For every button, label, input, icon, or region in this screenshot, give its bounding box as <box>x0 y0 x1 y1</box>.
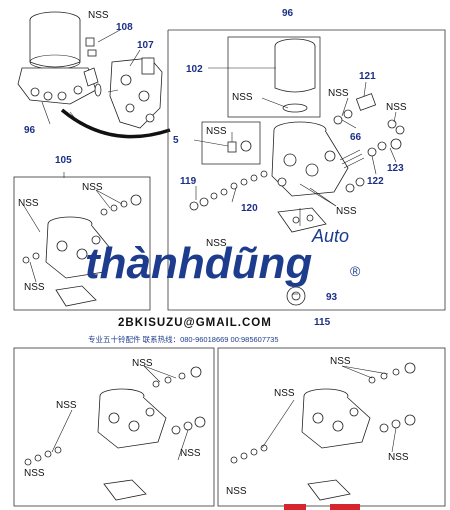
valve-parts-121 <box>333 93 405 135</box>
watermark-brand-main: thànhdũng <box>85 239 312 288</box>
callout-102: 102 <box>186 64 203 75</box>
watermark-registered-icon: ® <box>350 263 361 279</box>
nss-label: NSS <box>336 206 357 217</box>
nss-labels: NSS NSS NSS NSS NSS NSS NSS NSS NSS NSS … <box>18 10 409 497</box>
contact-email: 2BKISUZU@GMAIL.COM <box>118 317 272 329</box>
nss-label: NSS <box>180 448 201 459</box>
nss-label: NSS <box>82 182 103 193</box>
nss-label: NSS <box>328 88 349 99</box>
watermark-brand-sub: Auto <box>311 226 349 246</box>
brand-watermark: thànhdũng Auto ® <box>85 226 361 288</box>
valve-parts-119-120 <box>189 170 268 211</box>
nss-label: NSS <box>386 102 407 113</box>
nss-label: NSS <box>330 356 351 367</box>
callout-115: 115 <box>314 317 331 328</box>
housing-assembly-bottom-right <box>230 362 416 501</box>
callout-96-top: 96 <box>282 8 294 19</box>
section-5-frame <box>201 121 261 165</box>
nss-label: NSS <box>24 468 45 479</box>
callout-121: 121 <box>359 71 376 82</box>
dryer-cartridge-102 <box>274 38 316 113</box>
cropped-red-mark <box>330 504 360 510</box>
fitting-5 <box>227 140 252 153</box>
nss-label: NSS <box>206 238 227 249</box>
callout-120: 120 <box>241 203 258 214</box>
callout-122: 122 <box>367 176 384 187</box>
callout-66: 66 <box>350 132 362 143</box>
housing-assembly-96 <box>271 121 349 306</box>
callout-105: 105 <box>55 155 72 166</box>
callout-119: 119 <box>180 176 197 187</box>
housing-assembly-105 <box>22 194 142 307</box>
callout-107: 107 <box>137 40 154 51</box>
contact-phone-line: 专业五十铃配件 联系热线：080-96018669 00:985607735 <box>88 334 279 344</box>
nss-label: NSS <box>274 388 295 399</box>
nss-label: NSS <box>18 198 39 209</box>
nss-label: NSS <box>232 92 253 103</box>
nss-label: NSS <box>206 126 227 137</box>
dryer-assembly-top-left <box>17 11 99 105</box>
callout-93: 93 <box>326 292 338 303</box>
valve-parts-123 <box>339 138 402 193</box>
nss-label: NSS <box>388 452 409 463</box>
callout-5: 5 <box>173 135 179 146</box>
section-105-frame <box>13 176 151 311</box>
nss-label: NSS <box>56 400 77 411</box>
housing-assembly-bottom-left <box>24 366 206 501</box>
section-102-frame <box>227 36 321 118</box>
nss-label: NSS <box>88 10 109 21</box>
callout-96-left: 96 <box>24 125 36 136</box>
callout-108: 108 <box>116 22 133 33</box>
callout-123: 123 <box>387 163 404 174</box>
fitting-108 <box>85 37 102 97</box>
section-bottom-left-frame <box>13 347 215 507</box>
cropped-red-mark <box>284 504 306 510</box>
callout-numbers: 108 107 96 96 102 121 66 5 123 122 105 1… <box>24 8 404 328</box>
nss-label: NSS <box>24 282 45 293</box>
leader-lines <box>23 29 397 461</box>
nss-label: NSS <box>226 486 247 497</box>
valve-107 <box>107 57 163 129</box>
section-96-frame <box>167 29 446 311</box>
nss-label: NSS <box>132 358 153 369</box>
